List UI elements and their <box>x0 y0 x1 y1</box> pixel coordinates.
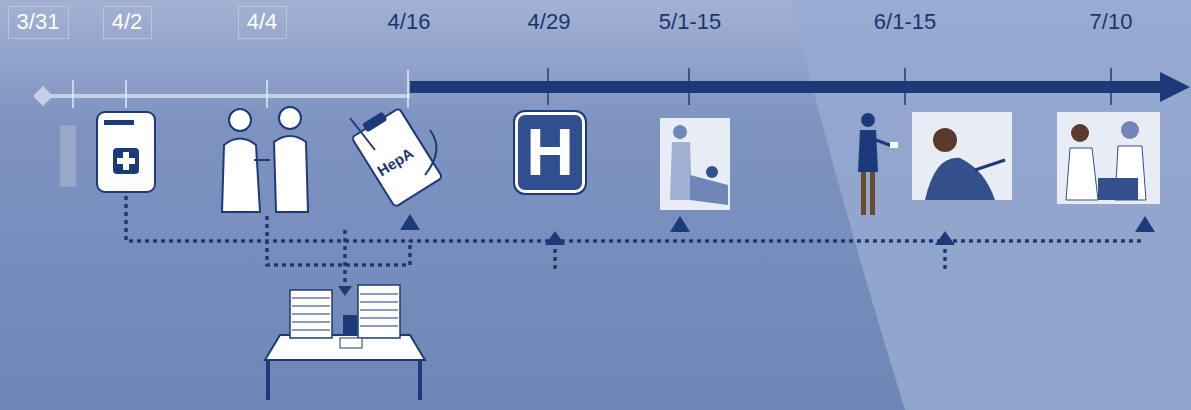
light-region <box>790 0 1191 410</box>
clipboard-text: HepA <box>375 145 417 180</box>
node-text: 4/2 <box>112 10 143 34</box>
node-text: H <box>526 116 574 189</box>
timeline-arrow <box>410 81 1165 93</box>
date-label: 7/10 <box>1090 10 1133 34</box>
date-box: 4/4 <box>238 6 287 39</box>
early-line <box>43 94 410 98</box>
iv-bag <box>97 112 155 192</box>
standing-person <box>858 113 898 215</box>
doctor-patient <box>222 107 308 212</box>
dotted-links <box>126 196 1145 290</box>
clipboard <box>348 103 442 207</box>
date-box: 4/2 <box>103 6 152 39</box>
hospital-sign: H <box>515 112 585 193</box>
arrow-head <box>1160 72 1190 102</box>
node-text: 4/4 <box>247 10 278 34</box>
ticks-dark <box>548 68 1111 105</box>
date-label: 5/1-15 <box>659 10 721 34</box>
photo-patient <box>912 112 1012 200</box>
up-triangles <box>338 214 1155 296</box>
date-box: 3/31 <box>8 6 69 39</box>
grey-block <box>60 125 76 187</box>
date-label: 6/1-15 <box>874 10 936 34</box>
date-label: 4/29 <box>528 10 571 34</box>
date-label: 4/16 <box>388 10 431 34</box>
photo-lab <box>1057 112 1160 204</box>
ticks <box>73 70 408 108</box>
start-diamond <box>33 86 53 106</box>
node-text: 3/31 <box>17 10 60 34</box>
photo-bedside <box>660 118 730 210</box>
desk-papers <box>265 285 425 400</box>
